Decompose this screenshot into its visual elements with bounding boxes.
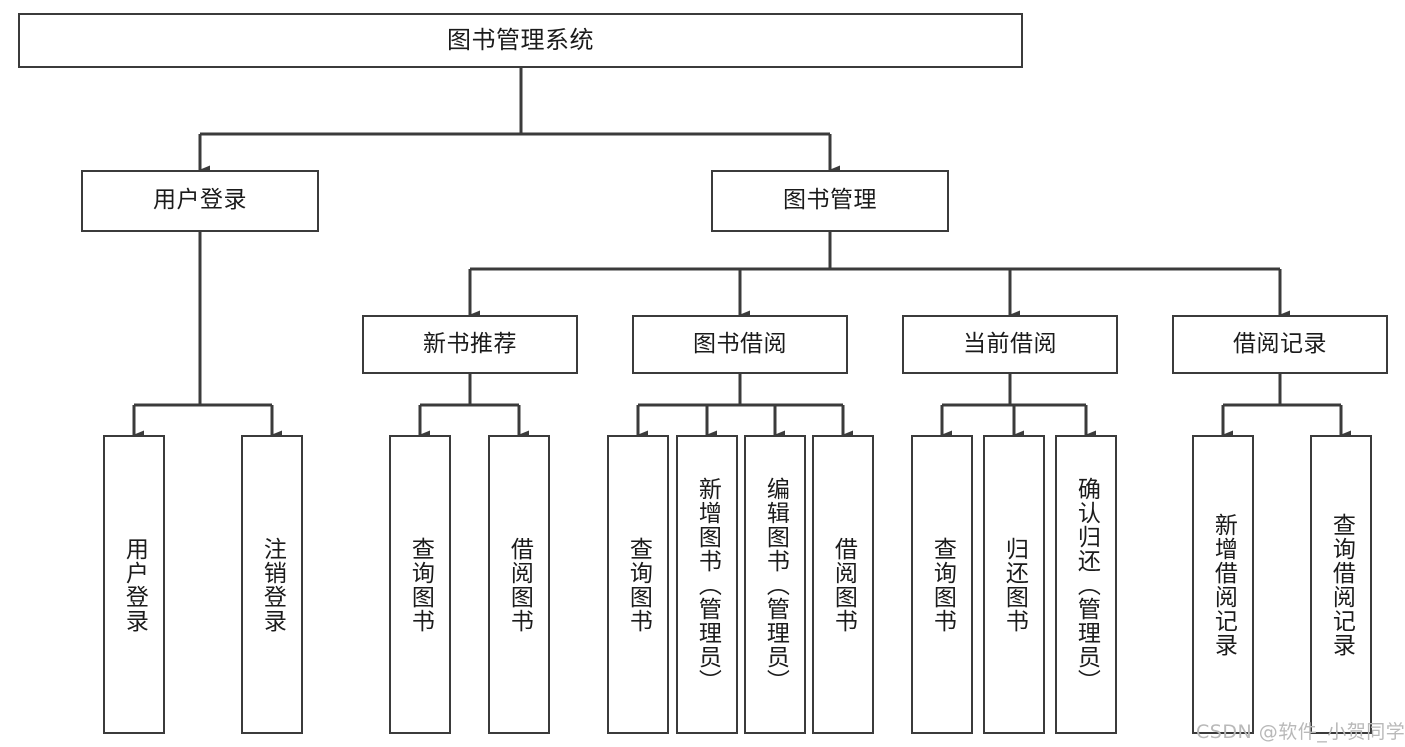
node-leaf-return-book[interactable]: 归还图书 xyxy=(983,435,1045,734)
node-leaf-query-book-1[interactable]: 查询图书 xyxy=(389,435,451,734)
node-label: 用户登录 xyxy=(121,536,148,633)
node-label: 图书借阅 xyxy=(693,330,787,357)
node-label: 查询图书 xyxy=(407,536,434,633)
node-label: 查询图书 xyxy=(625,536,652,633)
node-leaf-query-book-3[interactable]: 查询图书 xyxy=(911,435,973,734)
node-leaf-add-record[interactable]: 新增借阅记录 xyxy=(1192,435,1254,734)
node-book-borrow[interactable]: 图书借阅 xyxy=(632,315,848,374)
connector-group xyxy=(132,68,1351,440)
node-leaf-borrow-book-1[interactable]: 借阅图书 xyxy=(488,435,550,734)
node-label: 用户登录 xyxy=(153,187,247,214)
node-book-manage[interactable]: 图书管理 xyxy=(711,170,949,232)
node-user-login[interactable]: 用户登录 xyxy=(81,170,319,232)
node-new-book-rec[interactable]: 新书推荐 xyxy=(362,315,578,374)
node-leaf-query-record[interactable]: 查询借阅记录 xyxy=(1310,435,1372,734)
node-leaf-confirm-return[interactable]: 确认归还（管理员） xyxy=(1055,435,1117,734)
node-label: 借阅图书 xyxy=(506,536,533,633)
node-label: 新增借阅记录 xyxy=(1210,512,1237,657)
node-leaf-borrow-book-2[interactable]: 借阅图书 xyxy=(812,435,874,734)
node-label: 确认归还（管理员） xyxy=(1073,476,1100,693)
node-label: 查询图书 xyxy=(929,536,956,633)
node-leaf-user-login[interactable]: 用户登录 xyxy=(103,435,165,734)
node-label: 编辑图书（管理员） xyxy=(762,476,789,693)
node-label: 图书管理系统 xyxy=(447,26,594,55)
node-label: 借阅记录 xyxy=(1233,330,1327,357)
node-label: 新增图书（管理员） xyxy=(694,476,721,693)
node-leaf-logout[interactable]: 注销登录 xyxy=(241,435,303,734)
node-leaf-edit-book[interactable]: 编辑图书（管理员） xyxy=(744,435,806,734)
node-label: 当前借阅 xyxy=(963,330,1057,357)
node-borrow-record[interactable]: 借阅记录 xyxy=(1172,315,1388,374)
node-label: 图书管理 xyxy=(783,187,877,214)
node-label: 新书推荐 xyxy=(423,330,517,357)
node-leaf-add-book[interactable]: 新增图书（管理员） xyxy=(676,435,738,734)
node-label: 查询借阅记录 xyxy=(1328,512,1355,657)
node-root[interactable]: 图书管理系统 xyxy=(18,13,1023,68)
node-label: 借阅图书 xyxy=(830,536,857,633)
node-leaf-query-book-2[interactable]: 查询图书 xyxy=(607,435,669,734)
node-label: 归还图书 xyxy=(1001,536,1028,633)
node-current-borrow[interactable]: 当前借阅 xyxy=(902,315,1118,374)
node-label: 注销登录 xyxy=(259,536,286,633)
